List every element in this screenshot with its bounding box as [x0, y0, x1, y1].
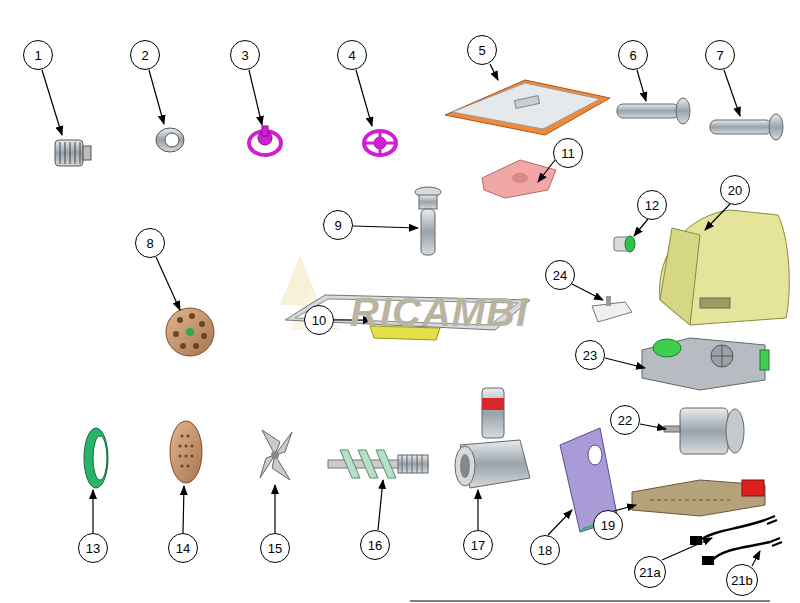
callout-number: 10	[312, 314, 326, 327]
callout-number: 3	[241, 49, 248, 62]
callout-number: 17	[471, 539, 485, 552]
callout-number: 22	[618, 414, 632, 427]
callout-circle: 9	[323, 210, 353, 240]
watermark: RICAMBI	[350, 290, 528, 335]
callout-circle: 24	[545, 260, 575, 290]
callout-circle: 12	[637, 190, 667, 220]
callout-circle: 5	[467, 35, 497, 65]
callout-circle: 6	[618, 40, 648, 70]
callout-number: 19	[601, 519, 615, 532]
callout-number: 7	[716, 49, 723, 62]
callout-circle: 19	[593, 510, 623, 540]
callout-number: 6	[629, 49, 636, 62]
callout-number: 21a	[639, 566, 661, 579]
callout-number: 24	[553, 269, 567, 282]
callout-number: 11	[561, 147, 575, 160]
callout-circle: 8	[135, 228, 165, 258]
callout-circle: 13	[78, 533, 108, 563]
callout-circle: 3	[230, 40, 260, 70]
callout-circle: 15	[260, 533, 290, 563]
callout-circle: 7	[705, 40, 735, 70]
callout-circle: 20	[720, 175, 750, 205]
callout-circle: 16	[360, 530, 390, 560]
callout-number: 15	[268, 542, 282, 555]
callout-number: 21b	[731, 574, 753, 587]
callout-circle: 11	[553, 138, 583, 168]
callout-circle: 23	[575, 340, 605, 370]
callout-circle: 4	[337, 40, 367, 70]
callout-circle: 18	[530, 535, 560, 565]
callout-number: 5	[478, 44, 485, 57]
callout-circle: 1	[23, 40, 53, 70]
callout-number: 12	[645, 199, 659, 212]
callout-number: 4	[348, 49, 355, 62]
callout-circle: 21a	[634, 556, 666, 588]
callout-number: 9	[334, 219, 341, 232]
callout-number: 2	[141, 49, 148, 62]
callout-number: 18	[538, 544, 552, 557]
callout-number: 14	[176, 542, 190, 555]
callout-number: 8	[146, 237, 153, 250]
callout-number: 1	[34, 49, 41, 62]
callout-number: 20	[728, 184, 742, 197]
callout-circle: 2	[130, 40, 160, 70]
callout-number: 13	[86, 542, 100, 555]
callout-circle: 21b	[726, 564, 758, 596]
callout-number: 16	[368, 539, 382, 552]
callout-circle: 14	[168, 533, 198, 563]
callout-circle: 17	[463, 530, 493, 560]
callout-circle: 22	[610, 405, 640, 435]
callout-circle: 10	[304, 305, 334, 335]
callout-number: 23	[583, 349, 597, 362]
